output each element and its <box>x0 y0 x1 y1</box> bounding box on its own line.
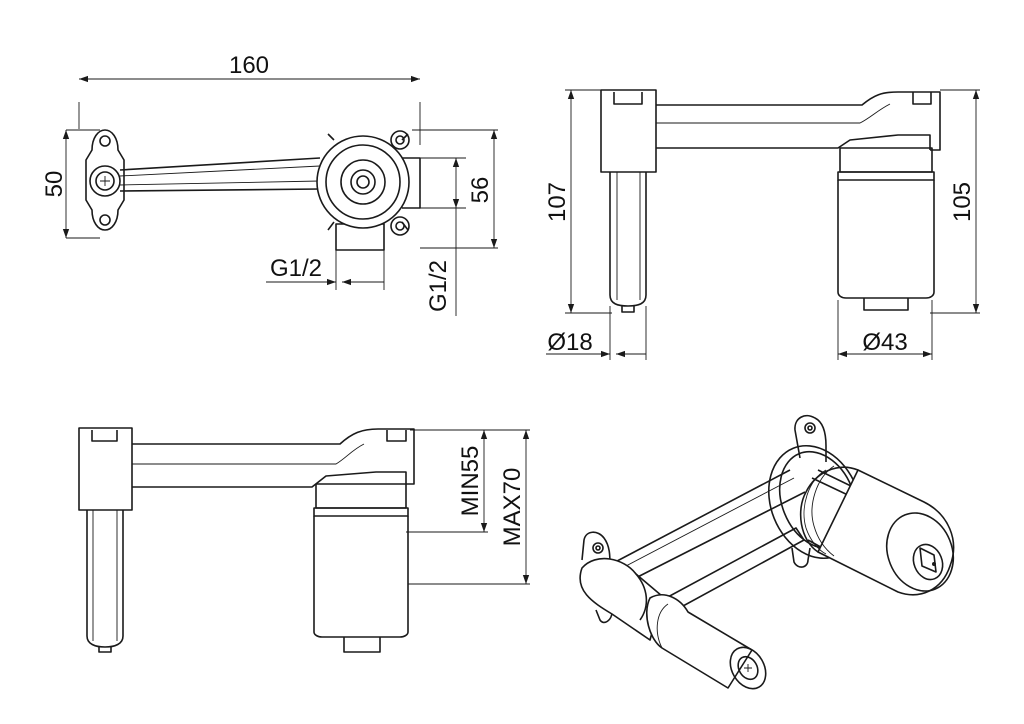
dim-107-label: 107 <box>544 182 571 222</box>
dim-105: 105 <box>930 89 980 314</box>
front-spout <box>78 427 133 653</box>
dim-g12-vertical: G1/2 <box>420 157 466 316</box>
dim-50: 50 <box>41 129 100 239</box>
iso-spout <box>579 557 767 690</box>
dim-56-label: 56 <box>467 177 494 204</box>
side-view: 107 105 Ø18 Ø43 <box>544 89 980 360</box>
iso-arm <box>599 469 806 625</box>
dim-min55-label: MIN55 <box>457 446 484 517</box>
dim-max70-label: MAX70 <box>499 468 526 547</box>
dim-g12-vertical-label: G1/2 <box>425 260 452 312</box>
dim-max70: MAX70 <box>408 430 530 585</box>
dim-160: 160 <box>78 52 421 145</box>
iso-body <box>799 465 955 596</box>
side-body <box>837 147 935 311</box>
side-arm <box>656 91 941 151</box>
dim-min55: MIN55 <box>406 429 530 533</box>
connecting-arm <box>119 157 321 192</box>
top-view: 160 50 56 G1/2 G1/2 <box>41 52 498 316</box>
left-bracket <box>85 129 125 231</box>
dim-g12-horizontal: G1/2 <box>266 250 385 290</box>
dim-107: 107 <box>544 89 612 314</box>
dim-d43: Ø43 <box>837 300 933 360</box>
dim-d43-label: Ø43 <box>862 329 907 356</box>
iso-rear-bracket <box>791 414 827 568</box>
side-spout <box>600 89 657 313</box>
dim-d18: Ø18 <box>546 306 647 360</box>
isometric-view <box>579 414 955 690</box>
front-view: MIN55 MAX70 <box>78 427 530 653</box>
dim-160-label: 160 <box>229 52 269 79</box>
dim-50-label: 50 <box>41 171 68 198</box>
main-body-top <box>316 130 421 251</box>
dim-105-label: 105 <box>949 182 976 222</box>
front-arm <box>132 428 415 488</box>
front-body <box>313 483 409 653</box>
dim-d18-label: Ø18 <box>547 329 592 356</box>
dim-g12-horizontal-label: G1/2 <box>270 255 322 282</box>
dim-56: 56 <box>412 129 498 249</box>
